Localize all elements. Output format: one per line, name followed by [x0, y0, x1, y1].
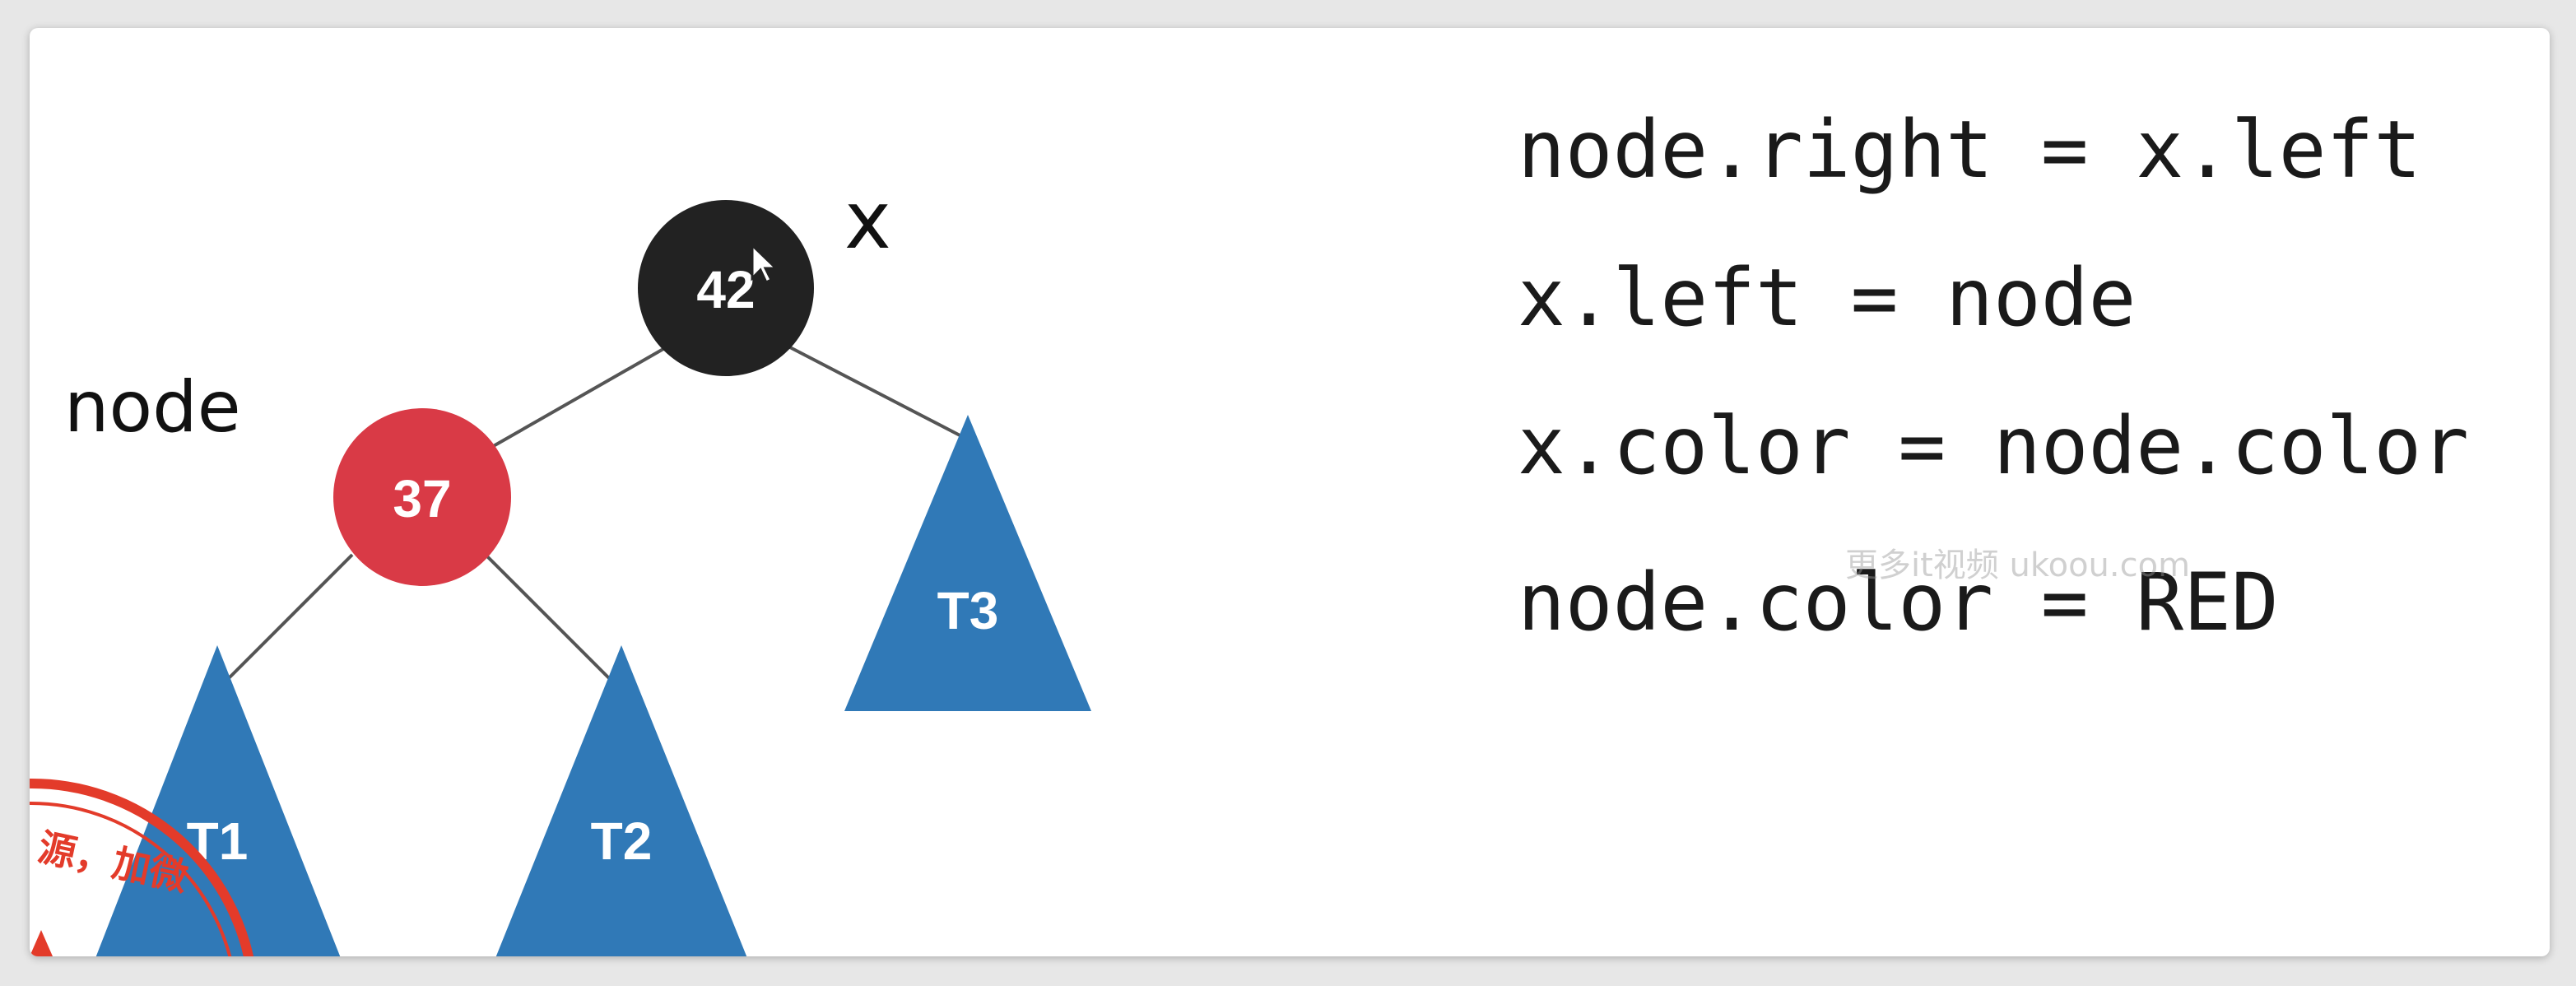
watermark: 更多it视频 ukoou.com [1845, 546, 2191, 584]
code-line-1: node.right = x.left [1518, 104, 2422, 196]
mouse-cursor-icon [751, 242, 779, 285]
slide: T3 T2 T1 42 37 源，加微 [30, 28, 2550, 956]
edge-37-T2 [484, 553, 611, 680]
tree-node-42 [638, 200, 814, 376]
subtree-T1 [95, 645, 341, 956]
subtree-label-T3: T3 [937, 581, 999, 640]
tree-node-37-value: 37 [393, 469, 451, 528]
subtree-T2 [495, 645, 747, 956]
subtree-label-T2: T2 [591, 812, 653, 871]
label-x: x [844, 174, 891, 267]
code-line-4: node.color = RED [1518, 556, 2279, 649]
tree-node-37 [333, 408, 511, 586]
label-node: node [64, 366, 241, 449]
tree-node-42-value: 42 [696, 260, 755, 319]
code-line-2: x.left = node [1518, 252, 2137, 344]
edge-42-T3 [786, 344, 969, 441]
subtree-T3 [844, 415, 1091, 711]
edge-42-37 [490, 347, 664, 449]
edge-37-T1 [227, 553, 354, 680]
tree-diagram: T3 T2 T1 42 37 源，加微 [30, 200, 1091, 956]
code-line-3: x.color = node.color [1518, 400, 2469, 492]
